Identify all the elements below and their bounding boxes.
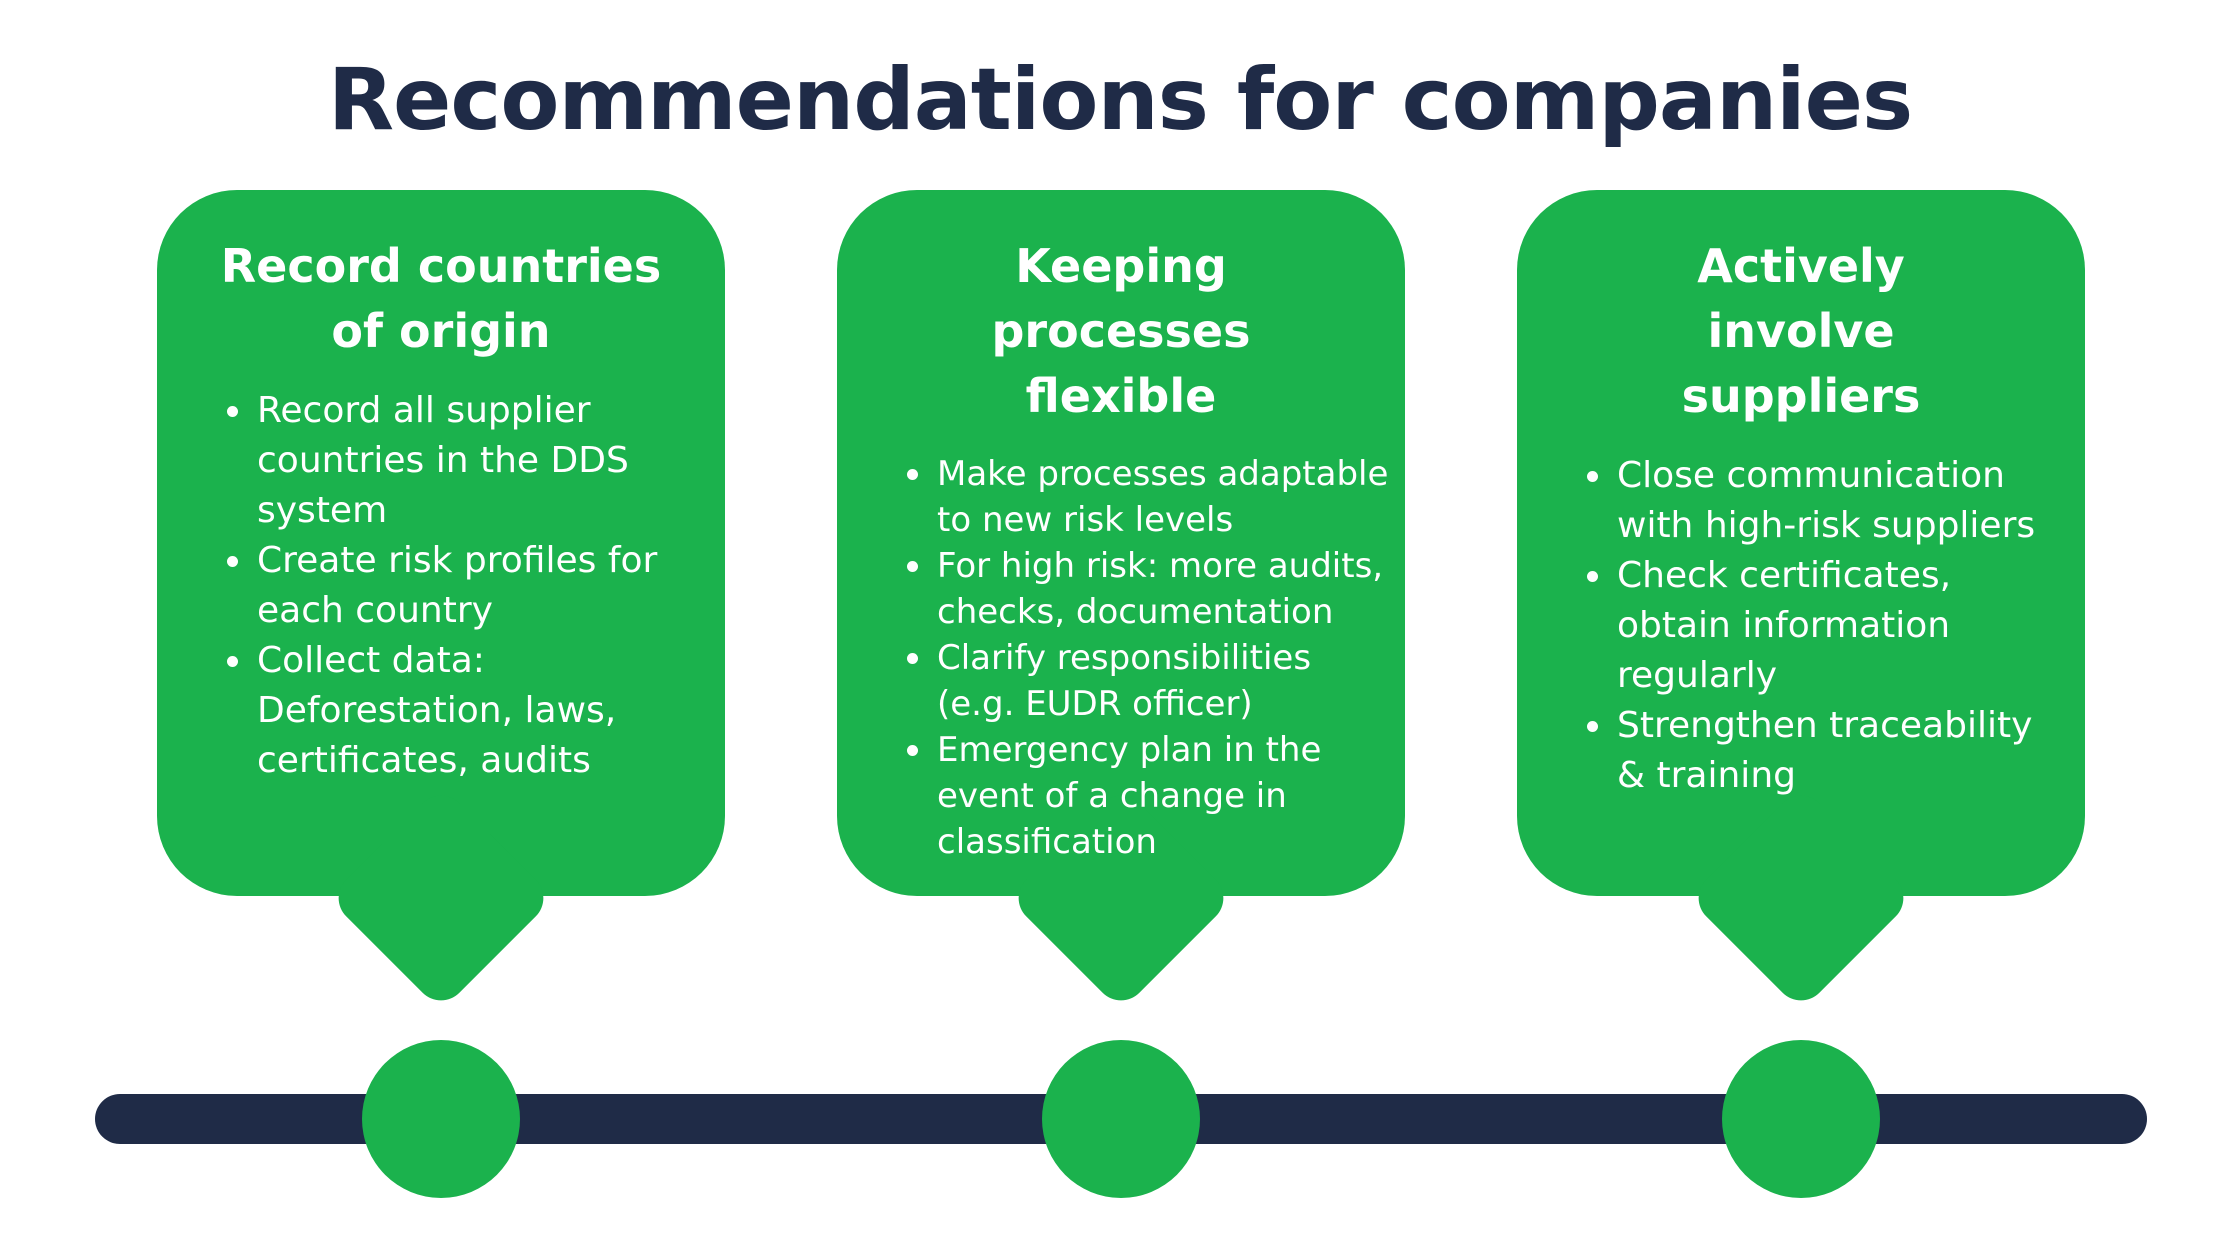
list-item: Collect data: Deforestation, laws, certi…	[227, 636, 695, 786]
timeline-node	[362, 1040, 520, 1198]
timeline-node	[1042, 1040, 1200, 1198]
recommendation-card-flexible-processes: Keeping processes flexible Make processe…	[837, 190, 1405, 1012]
card-pointer	[327, 784, 555, 1012]
recommendation-card-countries-of-origin: Record countries of origin Record all su…	[157, 190, 725, 1012]
card-heading: Record countries of origin	[220, 239, 662, 358]
list-item: Strengthen traceability & training	[1587, 701, 2055, 801]
card-bullet-list: Record all supplier countries in the DDS…	[187, 386, 695, 786]
card-bullet-list: Make processes adaptable to new risk lev…	[867, 451, 1393, 865]
list-item: Record all supplier countries in the DDS…	[227, 386, 695, 536]
list-item: Check certificates, obtain information r…	[1587, 551, 2055, 701]
timeline-node	[1722, 1040, 1880, 1198]
list-item: Close communication with high-risk suppl…	[1587, 451, 2055, 551]
list-item: Make processes adaptable to new risk lev…	[907, 451, 1393, 543]
list-item: Clarify responsibilities (e.g. EUDR offi…	[907, 635, 1393, 727]
recommendation-card-involve-suppliers: Actively involve suppliers Close communi…	[1517, 190, 2085, 1012]
card-heading: Actively involve suppliers	[1681, 239, 1921, 423]
card-bullet-list: Close communication with high-risk suppl…	[1547, 451, 2055, 801]
page-title: Recommendations for companies	[327, 50, 1913, 150]
list-item: Emergency plan in the event of a change …	[907, 727, 1393, 865]
list-item: For high risk: more audits, checks, docu…	[907, 543, 1393, 635]
list-item: Create risk profiles for each country	[227, 536, 695, 636]
card-pointer	[1687, 784, 1915, 1012]
card-heading: Keeping processes flexible	[991, 239, 1251, 423]
